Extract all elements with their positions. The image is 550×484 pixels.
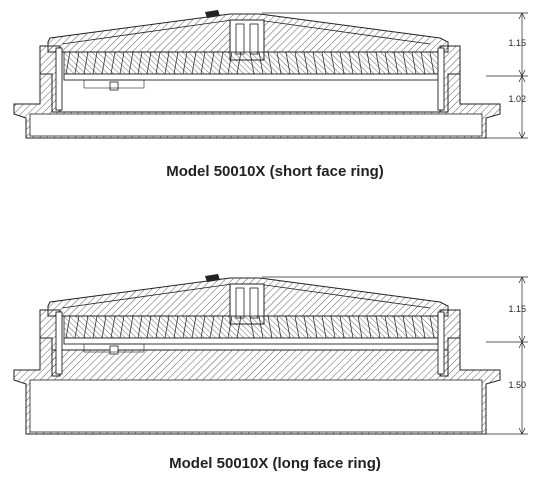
dimension-lower-label-2: 1.50 xyxy=(508,380,526,390)
caption-long-face-ring: Model 50010X (long face ring) xyxy=(169,455,381,472)
dimension-upper-label-2: 1.15 xyxy=(508,304,526,314)
dimension-lower-label: 1.02 xyxy=(508,94,526,104)
dimension-lines xyxy=(262,12,528,139)
long-face-ring-drawing: 1.15 1.50 xyxy=(13,273,528,435)
dimension-upper-label: 1.15 xyxy=(508,38,526,48)
caption-short-face-ring: Model 50010X (short face ring) xyxy=(166,163,384,180)
short-face-ring-drawing: 1.15 1.02 xyxy=(13,9,528,139)
dimension-lines-2 xyxy=(262,276,528,435)
